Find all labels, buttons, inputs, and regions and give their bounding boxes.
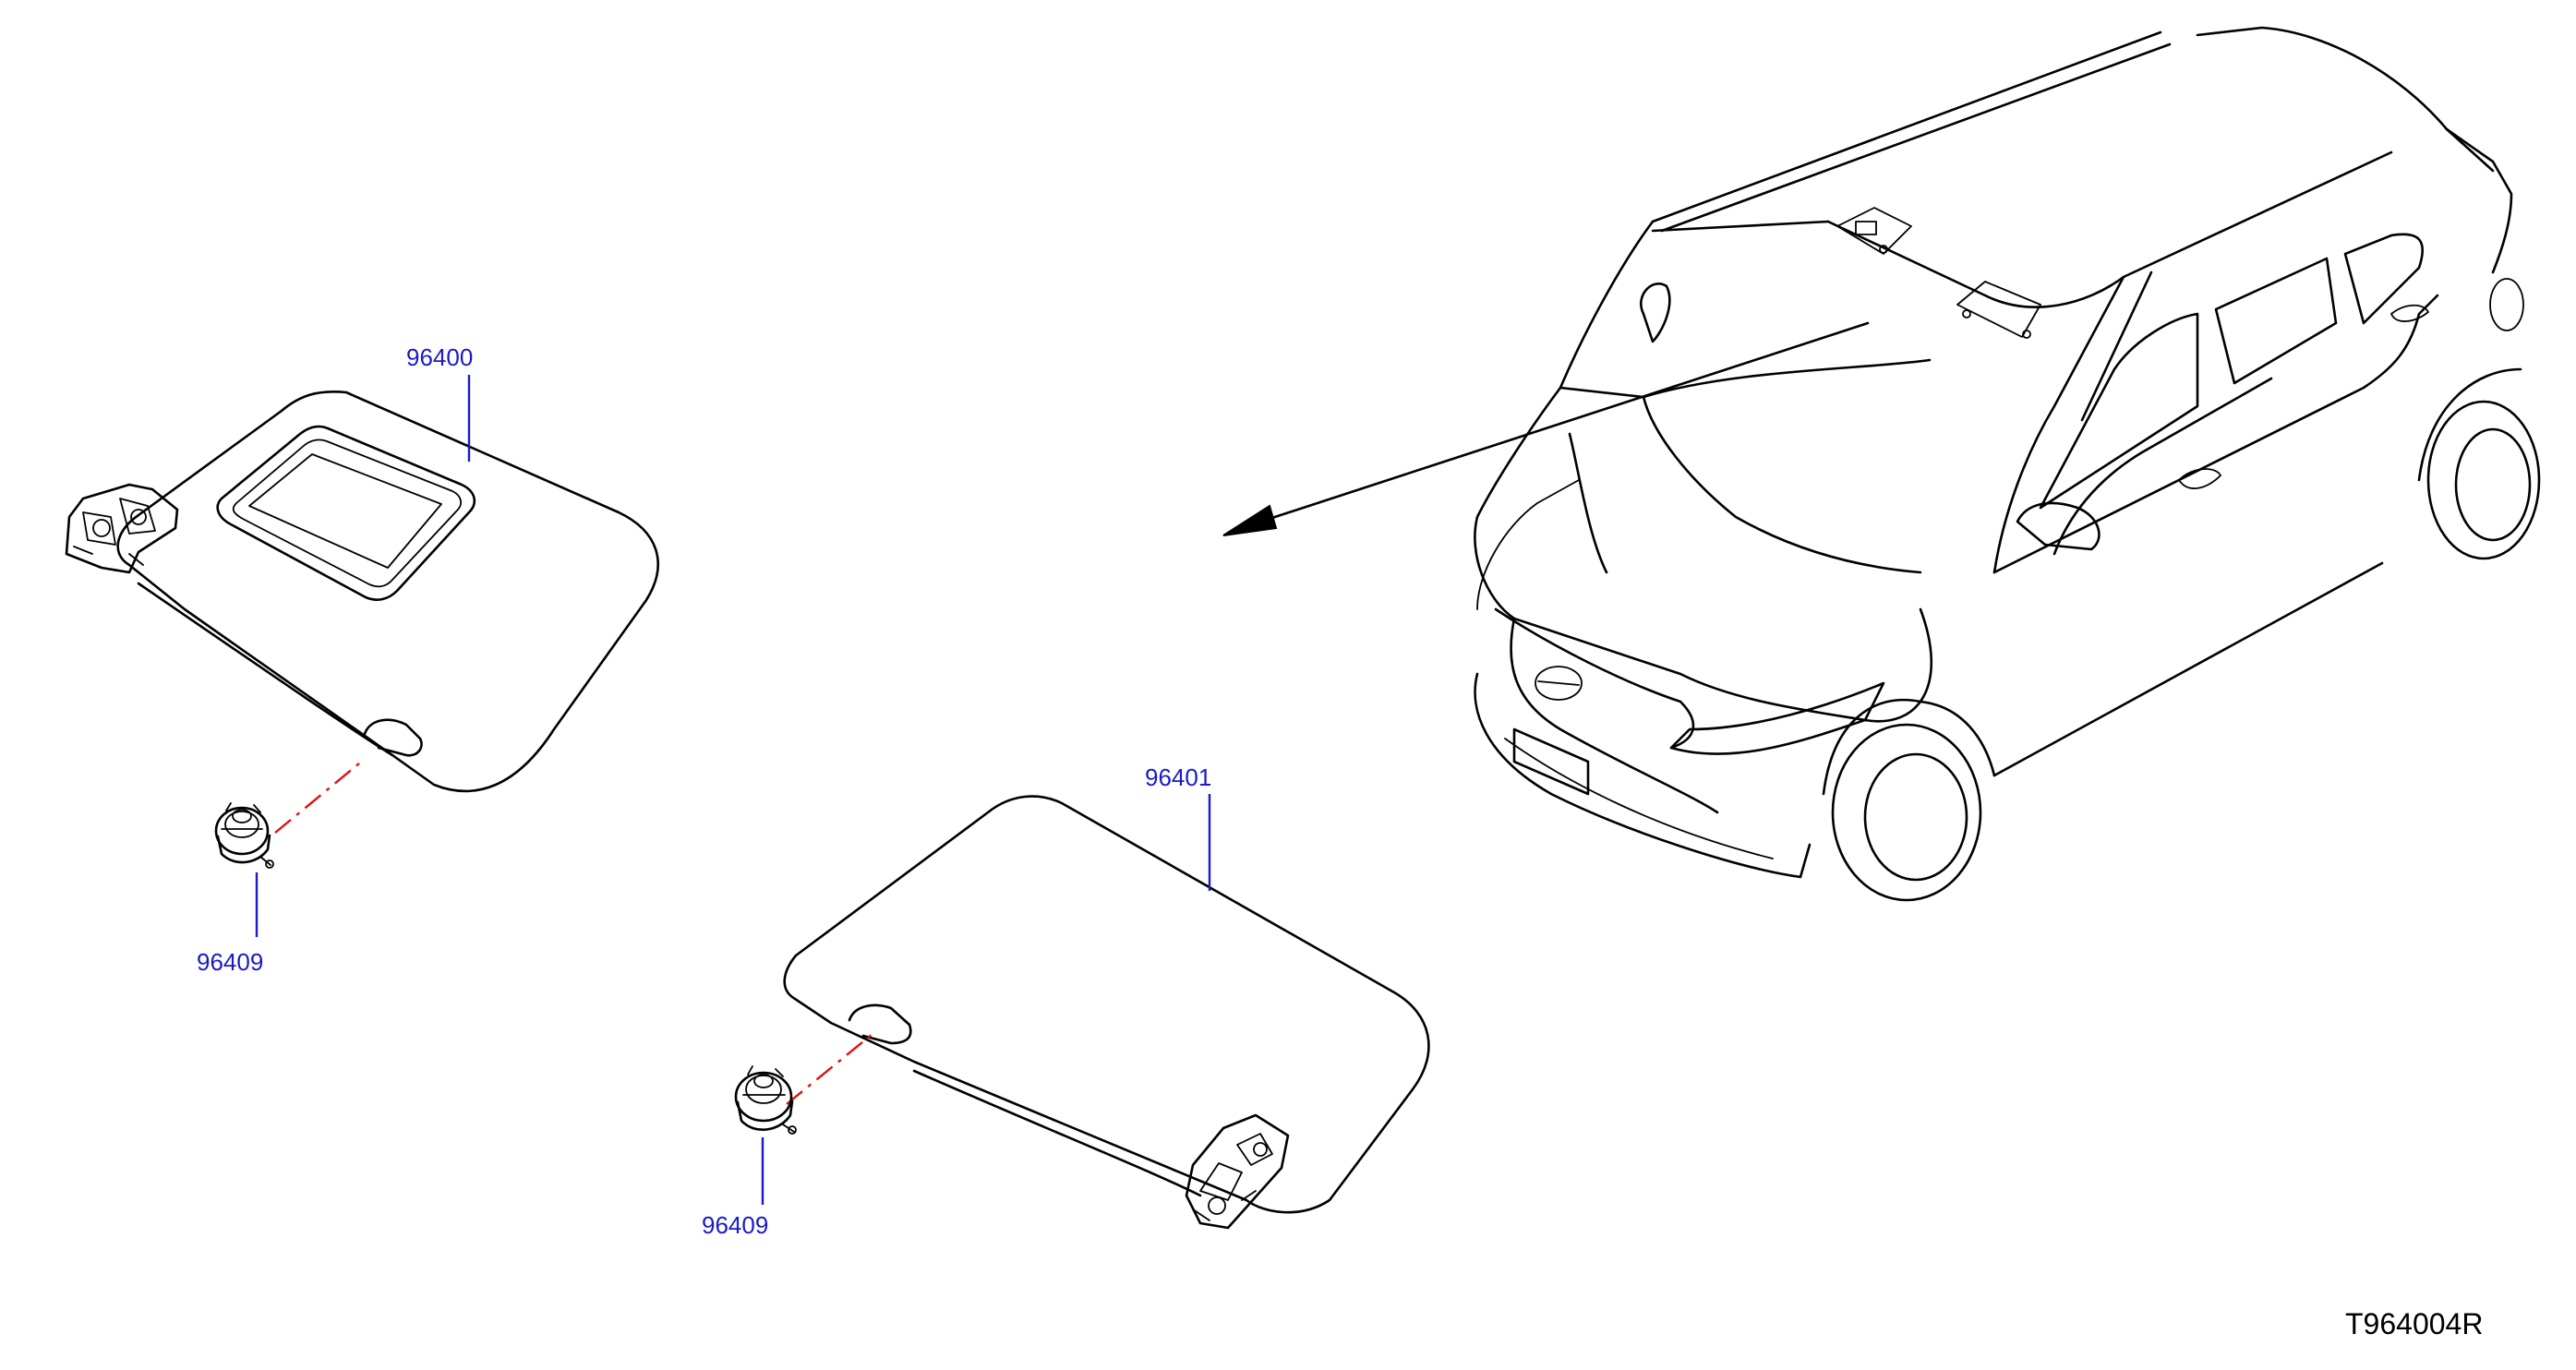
part-label-96409-b[interactable]: 96409 — [702, 1211, 768, 1239]
hinge-bracket — [65, 483, 179, 574]
part-label-96401[interactable]: 96401 — [1145, 763, 1211, 791]
sun-visor-96400[interactable] — [65, 391, 659, 793]
sun-visor-96401[interactable] — [783, 795, 1430, 1230]
part-label-96409-a[interactable]: 96409 — [197, 948, 263, 976]
location-arrow — [1222, 321, 1870, 536]
sun-visor-holder-96409-b[interactable] — [734, 1065, 797, 1135]
diagram-code: T964004R — [2345, 1307, 2483, 1340]
sun-visor-holder-96409-a[interactable] — [214, 802, 274, 869]
phantom-line-holder-2 — [786, 1033, 873, 1105]
part-label-96400[interactable]: 96400 — [406, 343, 473, 371]
phantom-line-holder-1 — [274, 758, 366, 834]
vehicle-locator-illustration — [1222, 26, 2541, 902]
hinge-bracket-2 — [1185, 1113, 1290, 1230]
